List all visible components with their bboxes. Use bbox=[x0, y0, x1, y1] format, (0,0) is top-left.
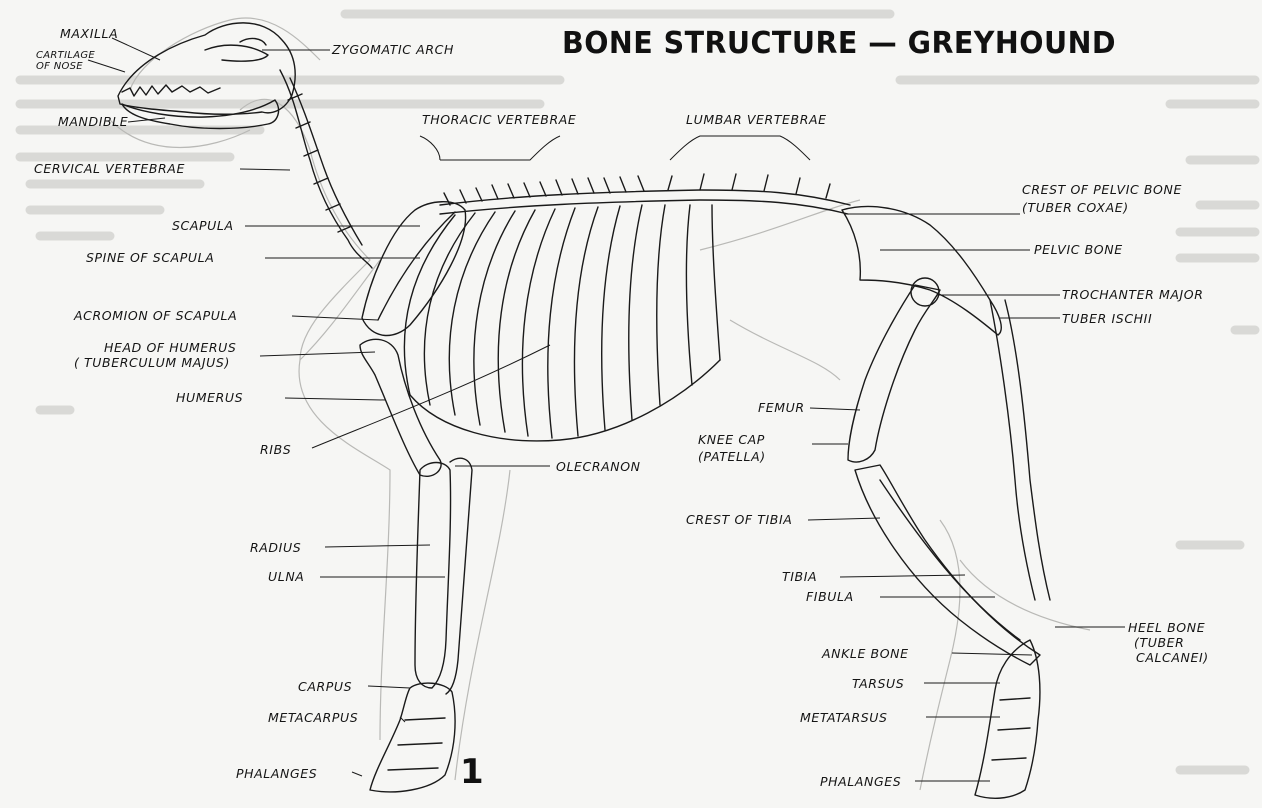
front-paw bbox=[370, 683, 455, 792]
label-zygomatic-arch: ZYGOMATIC ARCH bbox=[332, 42, 454, 57]
humerus-bone bbox=[360, 339, 441, 476]
label-fibula: FIBULA bbox=[806, 589, 854, 604]
label-metatarsus: METATARSUS bbox=[800, 710, 888, 725]
diagram-title: BONE STRUCTURE — GREYHOUND bbox=[562, 26, 1116, 61]
label-thoracic-vertebrae: THORACIC VERTEBRAE bbox=[422, 112, 576, 127]
label-metacarpus: METACARPUS bbox=[268, 710, 358, 725]
ribs-bones bbox=[404, 205, 720, 441]
label-crest-of-pelvic-bone: CREST OF PELVIC BONE(TUBER COXAE) bbox=[1022, 182, 1182, 215]
label-tarsus: TARSUS bbox=[852, 676, 904, 691]
label-trochanter-major: TROCHANTER MAJOR bbox=[1062, 287, 1204, 302]
bones bbox=[118, 23, 1050, 798]
label-cervical-vertebrae: CERVICAL VERTEBRAE bbox=[34, 161, 185, 176]
label-radius: RADIUS bbox=[250, 540, 301, 555]
label-crest-of-tibia: CREST OF TIBIA bbox=[686, 512, 792, 527]
maxilla-teeth bbox=[122, 85, 220, 96]
label-scapula: SCAPULA bbox=[172, 218, 234, 233]
label-phalanges-hind: PHALANGES bbox=[820, 774, 901, 789]
label-head-of-humerus: HEAD OF HUMERUS( TUBERCULUM MAJUS) bbox=[74, 340, 236, 370]
radius-ulna-bones bbox=[415, 463, 451, 689]
label-phalanges-front: PHALANGES bbox=[236, 766, 317, 781]
label-ulna: ULNA bbox=[268, 569, 304, 584]
label-ankle-bone: ANKLE BONE bbox=[822, 646, 909, 661]
label-carpus: CARPUS bbox=[298, 679, 352, 694]
label-acromion-of-scapula: ACROMION OF SCAPULA bbox=[74, 308, 237, 323]
pelvic-bone-shape bbox=[842, 206, 1001, 335]
label-olecranon: OLECRANON bbox=[556, 459, 641, 474]
femur-bone bbox=[848, 285, 940, 462]
label-pelvic-bone: PELVIC BONE bbox=[1034, 242, 1123, 257]
label-tibia: TIBIA bbox=[782, 569, 817, 584]
label-spine-of-scapula: SPINE OF SCAPULA bbox=[86, 250, 214, 265]
skull bbox=[118, 23, 295, 114]
label-ribs: RIBS bbox=[260, 442, 291, 457]
label-maxilla: MAXILLA bbox=[60, 26, 118, 41]
body-outline bbox=[110, 18, 1090, 790]
mandible-bone bbox=[122, 100, 279, 129]
zygomatic-arch-bone bbox=[205, 45, 268, 61]
hind-paw bbox=[975, 640, 1040, 798]
leader-lines bbox=[88, 38, 1125, 781]
label-femur: FEMUR bbox=[758, 400, 805, 415]
label-knee-cap: KNEE CAP(PATELLA) bbox=[698, 432, 766, 464]
label-humerus: HUMERUS bbox=[176, 390, 243, 405]
label-lumbar-vertebrae: LUMBAR VERTEBRAE bbox=[686, 112, 827, 127]
spine bbox=[440, 190, 850, 205]
figure-number: 1 bbox=[460, 752, 484, 792]
label-mandible: MANDIBLE bbox=[58, 114, 128, 129]
label-tuber-ischii: TUBER ISCHII bbox=[1062, 311, 1152, 326]
